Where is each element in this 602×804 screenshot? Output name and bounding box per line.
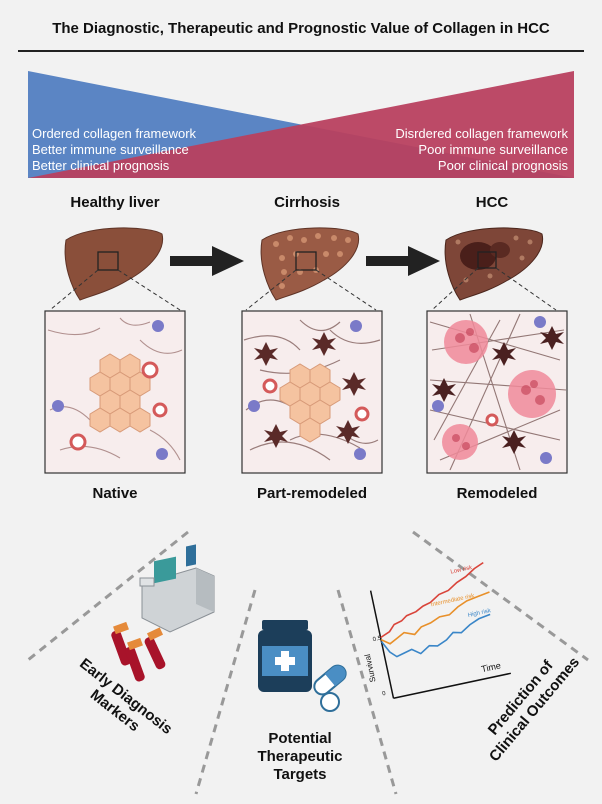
caption-native: Native xyxy=(92,485,138,502)
therapeutic-line-2: Therapeutic xyxy=(257,748,343,765)
survival-tick-label: 0 xyxy=(382,691,387,698)
hcc-liver-icon xyxy=(444,227,544,301)
low-risk-curve xyxy=(380,561,484,639)
high-risk-curve xyxy=(380,613,491,658)
legend-low-risk: Low risk xyxy=(450,565,474,576)
medicine-bottle-icon xyxy=(258,620,312,692)
figure-title: The Diagnostic, Therapeutic and Prognost… xyxy=(52,20,550,37)
survival-plot-ylabel: Survival xyxy=(363,653,378,683)
left-line-1: Ordered collagen framework xyxy=(32,126,197,141)
zoom-lines xyxy=(49,267,557,311)
right-line-1: Disrdered collagen framework xyxy=(395,126,568,141)
title-underline xyxy=(18,50,584,52)
part-remodeled-tissue-panel xyxy=(241,310,383,474)
intermediate-risk-curve xyxy=(380,591,490,645)
left-line-3: Better clinical prognosis xyxy=(32,158,170,173)
progression-arrow-1 xyxy=(170,246,244,276)
healthy-liver-icon xyxy=(64,227,164,301)
survival-plot: 0.5 0 Survival Time Low risk Intermediat… xyxy=(363,561,512,699)
cirrhosis-liver-icon xyxy=(260,227,360,301)
left-panel-text: Ordered collagen framework Better immune… xyxy=(32,126,196,174)
liver-progression xyxy=(44,227,568,474)
caption-part-remodeled: Part-remodeled xyxy=(256,485,368,502)
stage-label-healthy: Healthy liver xyxy=(70,194,160,211)
stage-label-hcc: HCC xyxy=(475,194,509,211)
survival-tick-label: 0.5 xyxy=(372,635,382,643)
diagnostic-analyzer-icon xyxy=(139,544,215,633)
therapeutic-targets-label: Potential Therapeutic Targets xyxy=(230,730,370,784)
progression-arrow-2 xyxy=(366,246,440,276)
applications-graphics: 0.5 0 Survival Time Low risk Intermediat… xyxy=(27,530,589,795)
blood-tube-icons xyxy=(111,621,166,682)
remodeled-tissue-panel xyxy=(426,310,568,474)
legend-high-risk: High risk xyxy=(467,608,492,619)
divider-lines xyxy=(27,530,589,795)
therapeutic-line-1: Potential xyxy=(268,730,332,747)
left-line-2: Better immune surveillance xyxy=(32,142,189,157)
capsule-icon xyxy=(313,664,347,712)
native-tissue-panel xyxy=(44,310,186,474)
therapeutic-line-3: Targets xyxy=(273,766,327,783)
stage-label-cirrhosis: Cirrhosis xyxy=(274,194,340,211)
caption-remodeled: Remodeled xyxy=(456,485,538,502)
disordered-collagen-triangle xyxy=(28,71,574,178)
right-panel-text: Disrdered collagen framework Poor immune… xyxy=(395,126,568,174)
right-line-2: Poor immune surveillance xyxy=(418,142,568,157)
survival-plot-xlabel: Time xyxy=(480,660,501,674)
right-line-3: Poor clinical prognosis xyxy=(437,158,568,173)
